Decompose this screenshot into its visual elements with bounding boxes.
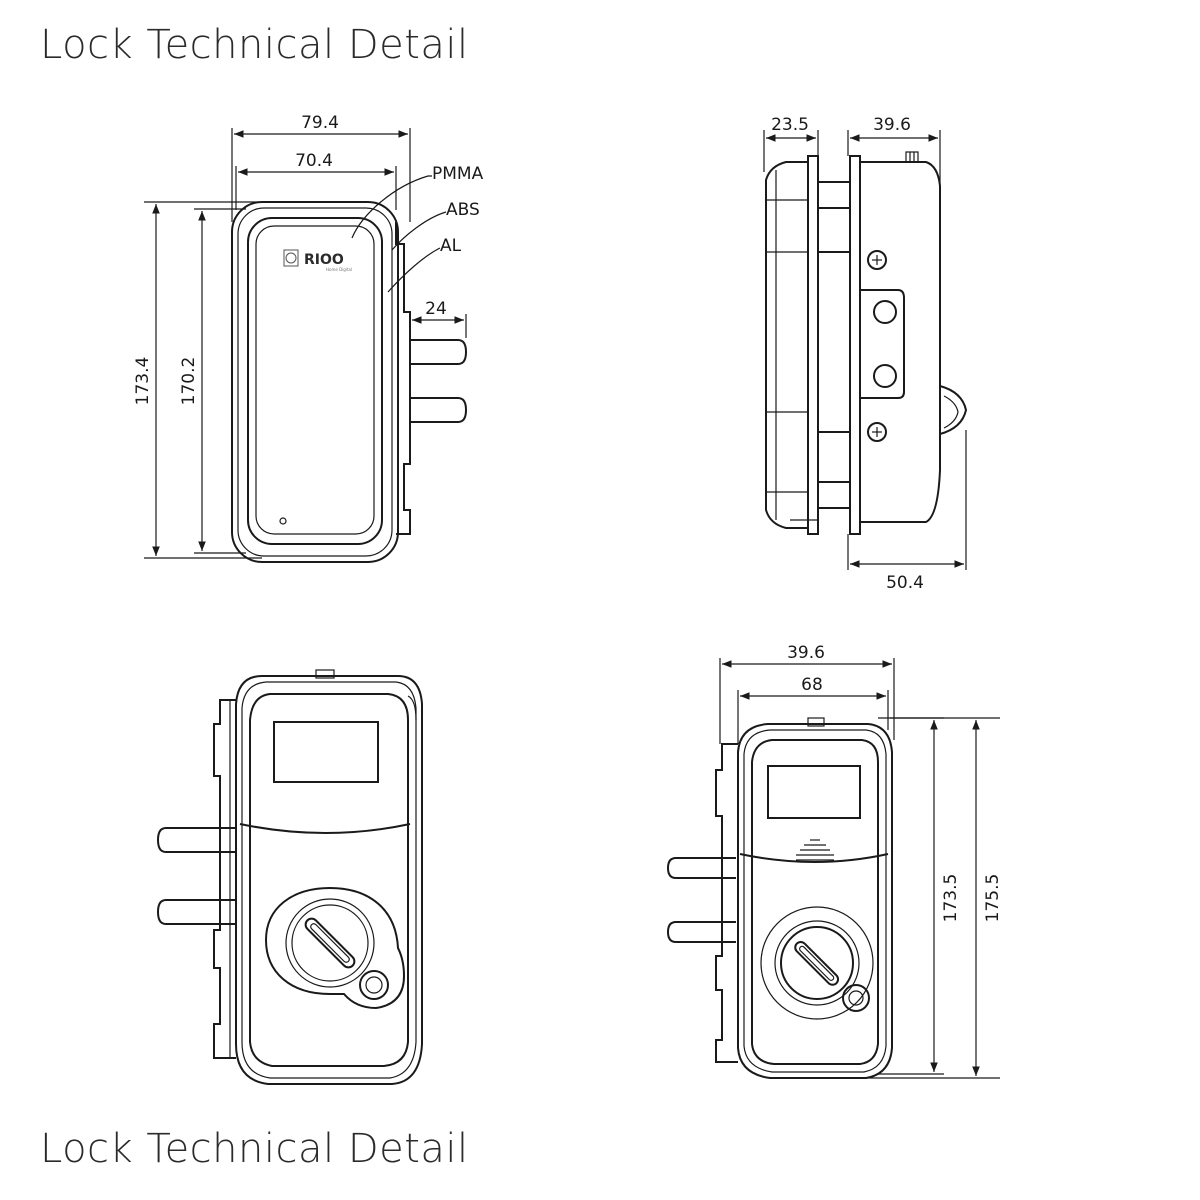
dim-side-depth-total: 50.4 bbox=[847, 430, 967, 593]
back-small-knob bbox=[780, 926, 854, 1000]
back-small-split-line bbox=[739, 853, 889, 863]
dim-front-width-outer: 79.4 bbox=[231, 113, 411, 222]
back-knob bbox=[291, 904, 369, 982]
back-small-inner-face bbox=[751, 739, 879, 1065]
dim-back-width-outer: 39.6 bbox=[719, 643, 895, 744]
dim-label-173-5: 173.5 bbox=[941, 874, 961, 923]
side-screw-top bbox=[867, 250, 887, 270]
back-small-keyhole-outer bbox=[842, 984, 870, 1012]
side-glass bbox=[807, 155, 819, 535]
dim-front-height-outer: 173.4 bbox=[133, 201, 262, 559]
page-title: Lock Technical Detail bbox=[40, 22, 469, 68]
side-screw-bottom bbox=[867, 422, 887, 442]
back-outer-housing bbox=[235, 675, 423, 1085]
back-small-top-tab bbox=[807, 717, 825, 727]
back-small-outer-housing bbox=[737, 723, 893, 1079]
back-top-tab bbox=[315, 669, 335, 679]
dim-label-39-6-side: 39.6 bbox=[873, 115, 911, 135]
dim-side-depth-right: 39.6 bbox=[847, 115, 941, 186]
back-bolt-bottom bbox=[156, 899, 236, 925]
dim-label-68: 68 bbox=[801, 675, 823, 695]
front-outer-frame bbox=[231, 201, 399, 563]
brand-logo: RIOO Home Digital bbox=[283, 249, 352, 272]
back-bolt-top bbox=[156, 827, 236, 853]
dim-bolt-length: 24 bbox=[409, 299, 467, 338]
front-glass-panel bbox=[247, 217, 383, 545]
front-base-plate bbox=[395, 222, 411, 535]
dim-label-39-6-back: 39.6 bbox=[787, 643, 825, 663]
dim-label-79-4: 79.4 bbox=[301, 113, 339, 133]
back-view-small: 39.6 68 173.5 175.5 bbox=[666, 643, 1003, 1079]
side-bolt-bracket bbox=[860, 289, 905, 399]
front-indicator-dot bbox=[279, 517, 287, 525]
back-small-bolt-top bbox=[666, 857, 736, 879]
dim-back-height-outer: 175.5 bbox=[862, 717, 1003, 1079]
front-bolts bbox=[410, 339, 468, 423]
back-keyhole-inner bbox=[365, 976, 383, 994]
dim-label-175-5: 175.5 bbox=[983, 874, 1003, 923]
leader-pmma bbox=[351, 175, 432, 239]
back-base-plate bbox=[213, 699, 236, 1059]
back-inner-face bbox=[249, 693, 409, 1067]
side-clamp-bottom bbox=[817, 481, 851, 509]
page-title-bottom: Lock Technical Detail bbox=[40, 1126, 469, 1172]
back-screen bbox=[273, 721, 379, 783]
back-small-keyhole-inner bbox=[848, 990, 864, 1006]
back-small-knob-ring bbox=[760, 906, 874, 1020]
back-keyhole-outer bbox=[359, 970, 389, 1000]
side-clamp-top bbox=[817, 181, 851, 209]
leader-abs bbox=[391, 211, 447, 251]
dim-front-height-inner: 170.2 bbox=[179, 208, 246, 554]
brand-tagline: Home Digital bbox=[326, 267, 352, 272]
fingerprint-sensor-icon bbox=[796, 839, 834, 861]
side-right-housing bbox=[859, 161, 941, 523]
label-abs: ABS bbox=[446, 200, 480, 220]
label-al: AL bbox=[440, 236, 462, 256]
front-view: RIOO Home Digital PMMA ABS AL 79.4 70.4 bbox=[133, 113, 484, 563]
dim-back-height-inner: 173.5 bbox=[878, 717, 961, 1075]
side-center-block bbox=[817, 251, 851, 433]
back-small-screen bbox=[767, 765, 861, 819]
back-small-knob-slot bbox=[794, 940, 840, 986]
side-view: 23.5 39.6 50.4 bbox=[763, 115, 968, 593]
dim-label-24: 24 bbox=[425, 299, 447, 319]
side-left-panel bbox=[765, 161, 809, 529]
label-pmma: PMMA bbox=[432, 164, 484, 184]
leader-al bbox=[387, 247, 441, 293]
back-split-line bbox=[239, 823, 411, 834]
dim-label-50-4: 50.4 bbox=[886, 573, 924, 593]
dim-label-70-4: 70.4 bbox=[295, 151, 333, 171]
side-plate bbox=[849, 155, 861, 535]
dim-label-173-4: 173.4 bbox=[133, 357, 153, 406]
back-knob-slot bbox=[304, 917, 356, 969]
dim-label-170-2: 170.2 bbox=[179, 357, 199, 406]
back-small-base-plate bbox=[715, 743, 738, 1063]
back-small-bolt-bottom bbox=[666, 921, 736, 943]
back-knob-housing bbox=[264, 886, 406, 1010]
side-knob bbox=[939, 385, 968, 435]
dim-front-width-inner: 70.4 bbox=[235, 151, 397, 210]
dim-back-width-inner: 68 bbox=[737, 675, 889, 744]
back-view-large bbox=[156, 669, 423, 1085]
dim-side-depth-left: 23.5 bbox=[763, 115, 819, 172]
brand-name: RIOO bbox=[304, 252, 344, 268]
dim-label-23-5: 23.5 bbox=[771, 115, 809, 135]
